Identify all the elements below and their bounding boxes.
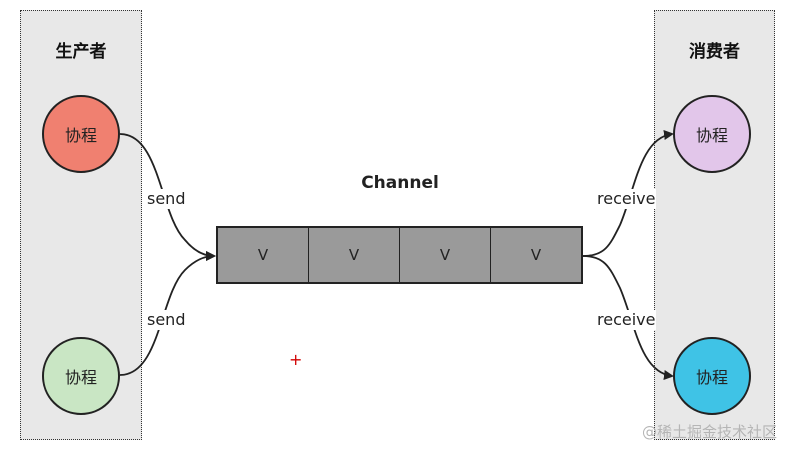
receive-label-top: receive (596, 189, 657, 209)
send-label-top: send (146, 189, 187, 209)
send-label-bottom: send (146, 310, 187, 330)
consumer-title: 消费者 (689, 42, 740, 62)
channel-slot: V (400, 228, 491, 282)
consumer-goroutine-top: 协程 (673, 95, 751, 173)
producer-goroutine-top: 协程 (42, 95, 120, 173)
channel-slot: V (218, 228, 309, 282)
channel-slot: V (530, 246, 542, 264)
consumer-goroutine-bottom-label: 协程 (695, 368, 728, 387)
watermark: @稀土掘金技术社区 (641, 423, 777, 441)
edge-send-bottom (119, 251, 216, 376)
producer-title: 生产者 (55, 42, 107, 62)
edge-receive-bottom (582, 255, 674, 380)
consumer-goroutine-top-label: 协程 (695, 126, 728, 145)
channel-title: Channel (361, 173, 439, 193)
edge-send-top (119, 133, 216, 261)
receive-label-bottom: receive (596, 310, 657, 330)
crosshair-cursor-icon: + (289, 350, 303, 369)
edge-receive-top (582, 130, 674, 257)
channel-slot: V (309, 228, 400, 282)
channel-buffer: V V V V (216, 226, 583, 284)
consumer-goroutine-bottom: 协程 (673, 337, 751, 415)
producer-goroutine-bottom: 协程 (42, 337, 120, 415)
producer-goroutine-top-label: 协程 (64, 126, 97, 145)
producer-goroutine-bottom-label: 协程 (64, 368, 97, 387)
